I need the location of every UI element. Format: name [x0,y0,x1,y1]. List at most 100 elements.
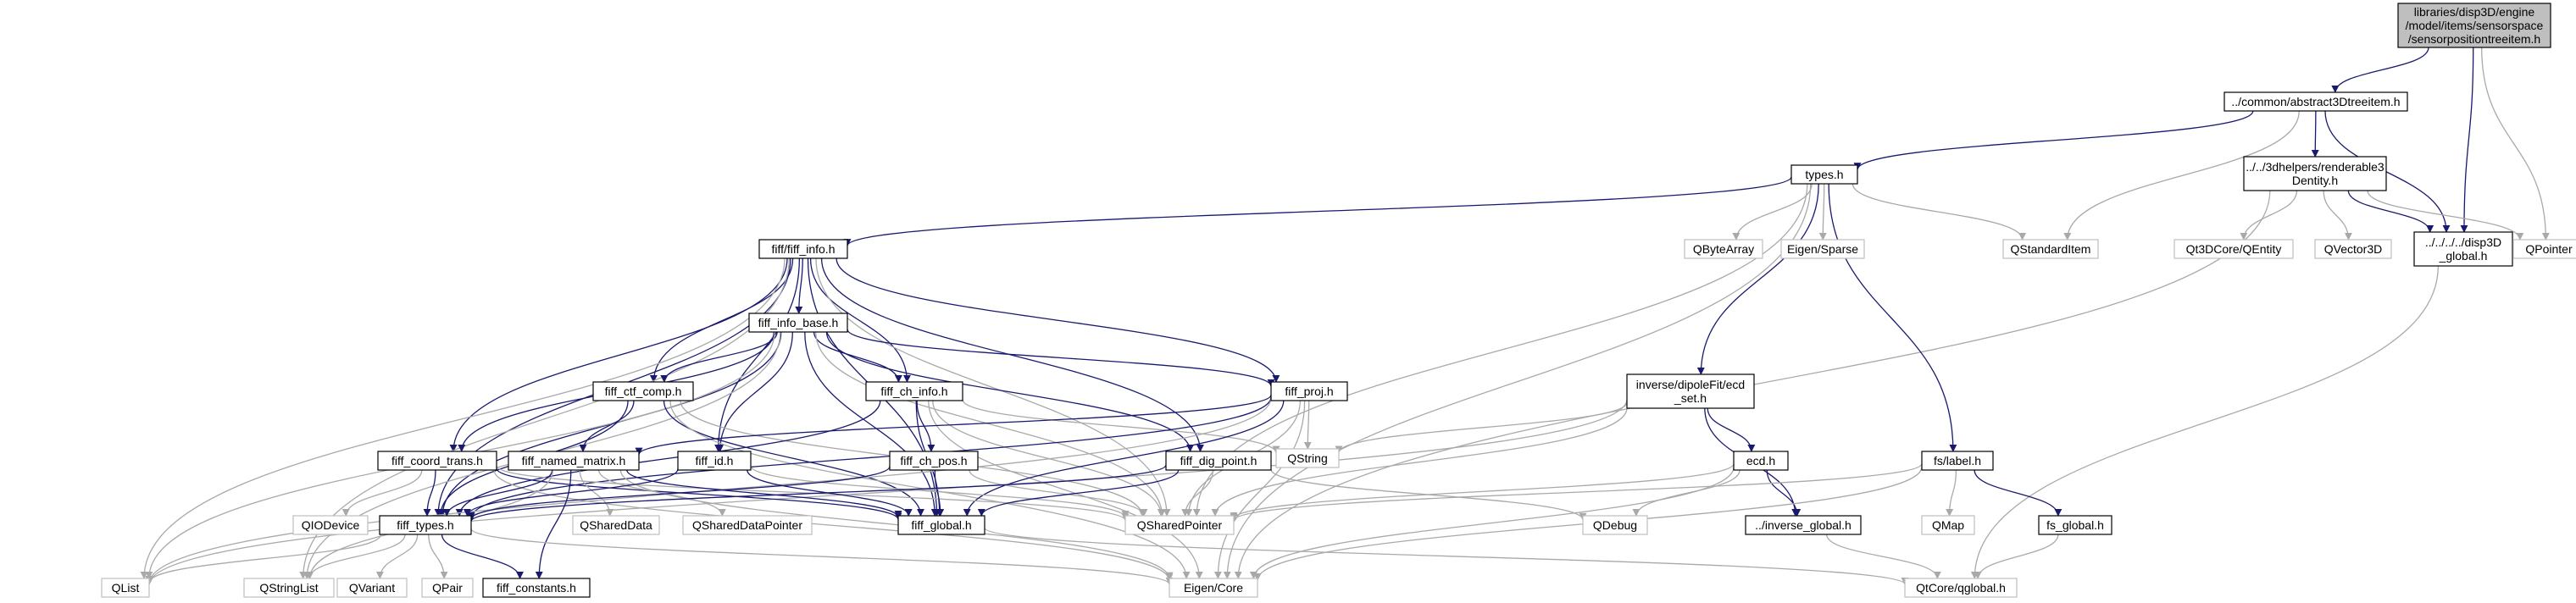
node-label: ../inverse_global.h [1755,518,1852,532]
node-label: libraries/disp3D/engine [2414,5,2535,19]
node-fiffnamedmatrix[interactable]: fiff_named_matrix.h [508,451,640,471]
node-qsharedpointer: QSharedPointer [1124,515,1235,535]
dependency-edges [140,47,2550,586]
node-box [101,578,150,598]
edge-fiffinfo-to-fiffinfobase [795,257,803,314]
node-label: Eigen/Core [1184,581,1243,595]
edge-fiffinfo-to-fiffchinfo [809,257,911,383]
node-fiffchpos[interactable]: fiff_ch_pos.h [889,451,979,471]
node-box [2397,3,2551,48]
node-label: QSharedData [580,518,652,532]
edge-fiffdigpoint-to-fiffglobal [977,469,1180,517]
edge-fiffproj-to-fiffnamedmatrix [635,394,1272,456]
edge-root-to-qpointer [2481,47,2550,241]
node-label: QStandardItem [2011,242,2091,256]
node-fiffconstants[interactable]: fiff_constants.h [482,578,591,598]
node-fifftypes[interactable]: fiff_types.h [379,515,472,535]
node-label: fiff_named_matrix.h [522,454,626,467]
edge-fiffcoordtrans-to-fiffglobal [496,467,902,521]
node-box [1124,515,1235,535]
node-box [758,239,848,259]
node-fiffglobal[interactable]: fiff_global.h [897,515,985,535]
edge-fiffchpos-to-fiffglobal [934,469,945,517]
node-qshareddata: QSharedData [572,515,660,535]
node-fsglobal[interactable]: fs_global.h [2038,515,2112,535]
node-label: Qt3DCore/QEntity [2186,242,2282,256]
edge-types-to-fiffinfo [843,176,1792,247]
node-label: QPointer [2525,242,2573,256]
edge-ecdset-to-qlist [145,399,1628,586]
node-qpointer: QPointer [2512,239,2576,259]
node-box [379,515,472,535]
edge-fiffchinfo-to-qsharedpointer [932,400,1165,517]
node-fiffid[interactable]: fiff_id.h [677,451,752,471]
node-ecd[interactable]: ecd.h [1733,451,1789,471]
node-label: ../common/abstract3Dtreeitem.h [2231,95,2400,108]
node-fiffinfobase[interactable]: fiff_info_base.h [748,313,848,333]
edge-fifftypes-to-qstringlist [305,534,406,579]
edge-fiffctfcomp-to-fiffnamedmatrix [579,400,635,452]
node-box [1165,451,1272,471]
node-label: /sensorpositiontreeitem.h [2408,32,2540,46]
node-fiffdigpoint[interactable]: fiff_dig_point.h [1165,451,1272,471]
node-qvariant: QVariant [336,578,408,598]
node-label: QDebug [1593,518,1637,532]
node-box [1582,515,1648,535]
edge-ecdset-to-qsharedpointer [1211,407,1628,517]
edge-fiffnamedmatrix-to-eigencore [619,469,1174,580]
edge-abstract-to-qstandarditem [2063,110,2300,241]
node-label: QVariant [349,581,395,595]
node-label: fiff/fiff_info.h [772,242,836,256]
node-inverseglobal[interactable]: ../inverse_global.h [1745,515,1862,535]
node-fiffchinfo[interactable]: fiff_ch_info.h [865,381,963,401]
node-fiffproj[interactable]: fiff_proj.h [1270,381,1348,401]
edge-fiffglobal-to-qtcoreqglobal [984,527,1909,585]
edge-fiffinfobase-to-fiffchinfo [813,331,902,383]
node-disp3dglobal[interactable]: ../../../../disp3D_global.h [2413,231,2513,267]
edge-fiffinfo-to-qsharedpointer [815,257,1171,517]
node-qbytearray: QByteArray [1684,239,1763,259]
edge-fiffchpos-to-qsharedpointer [969,469,1148,517]
edge-fiffid-to-fifftypes [463,468,679,517]
edge-fiffinfobase-to-fiffproj [847,329,1275,387]
node-fslabel[interactable]: fs/label.h [1921,451,1994,471]
edge-fiffdigpoint-to-fifftypes [467,464,1167,523]
node-box [1169,578,1258,598]
node-label: QMap [1932,518,1964,532]
node-abstract[interactable]: ../common/abstract3Dtreeitem.h [2223,91,2408,112]
node-box [1790,164,1858,185]
node-label: fiff_global.h [911,518,971,532]
edge-renderable-to-qpointer [2367,190,2524,241]
edge-fiffchinfo-to-fifftypes [455,400,881,517]
edge-ecdset-to-ecd [1707,407,1756,452]
node-box [1904,578,2018,598]
node-qstringlist: QStringList [243,578,335,598]
node-root[interactable]: libraries/disp3D/engine/model/items/sens… [2397,3,2551,48]
edge-root-to-abstract [2331,47,2429,93]
node-ecdset[interactable]: inverse/dipoleFit/ecd_set.h [1626,373,1755,409]
edge-fifftypes-to-eigencore [470,528,1174,585]
node-types[interactable]: types.h [1790,164,1858,185]
node-fiffinfo[interactable]: fiff/fiff_info.h [758,239,848,259]
edge-ecd-to-inverseglobal [1766,469,1802,517]
edge-fiffnamedmatrix-to-fiffglobal [626,469,902,518]
edge-fiffproj-to-qstring [1303,400,1312,450]
edge-ecdset-to-qstring [1335,401,1628,454]
node-label: ../../3dhelpers/renderable3 [2246,160,2384,174]
node-fiffctfcomp[interactable]: fiff_ctf_comp.h [592,381,694,401]
node-label: fiff_coord_trans.h [391,454,483,467]
node-fiffcoordtrans[interactable]: fiff_coord_trans.h [377,451,497,471]
node-label: fiff_constants.h [497,581,576,595]
node-eigensparse: Eigen/Sparse [1780,239,1865,259]
node-box [2223,91,2408,112]
node-box [336,578,408,598]
edge-fiffdigpoint-to-qdebug [1270,468,1587,521]
edge-abstract-to-types [1853,110,2254,171]
node-label: ecd.h [1746,454,1775,467]
node-qpair: QPair [421,578,474,598]
edge-fiffnamedmatrix-to-fifftypes [442,469,553,517]
edge-fifftypes-to-qpair [428,534,448,579]
node-box [1684,239,1763,259]
edge-fiffdigpoint-to-qsharedpointer [1181,469,1213,517]
